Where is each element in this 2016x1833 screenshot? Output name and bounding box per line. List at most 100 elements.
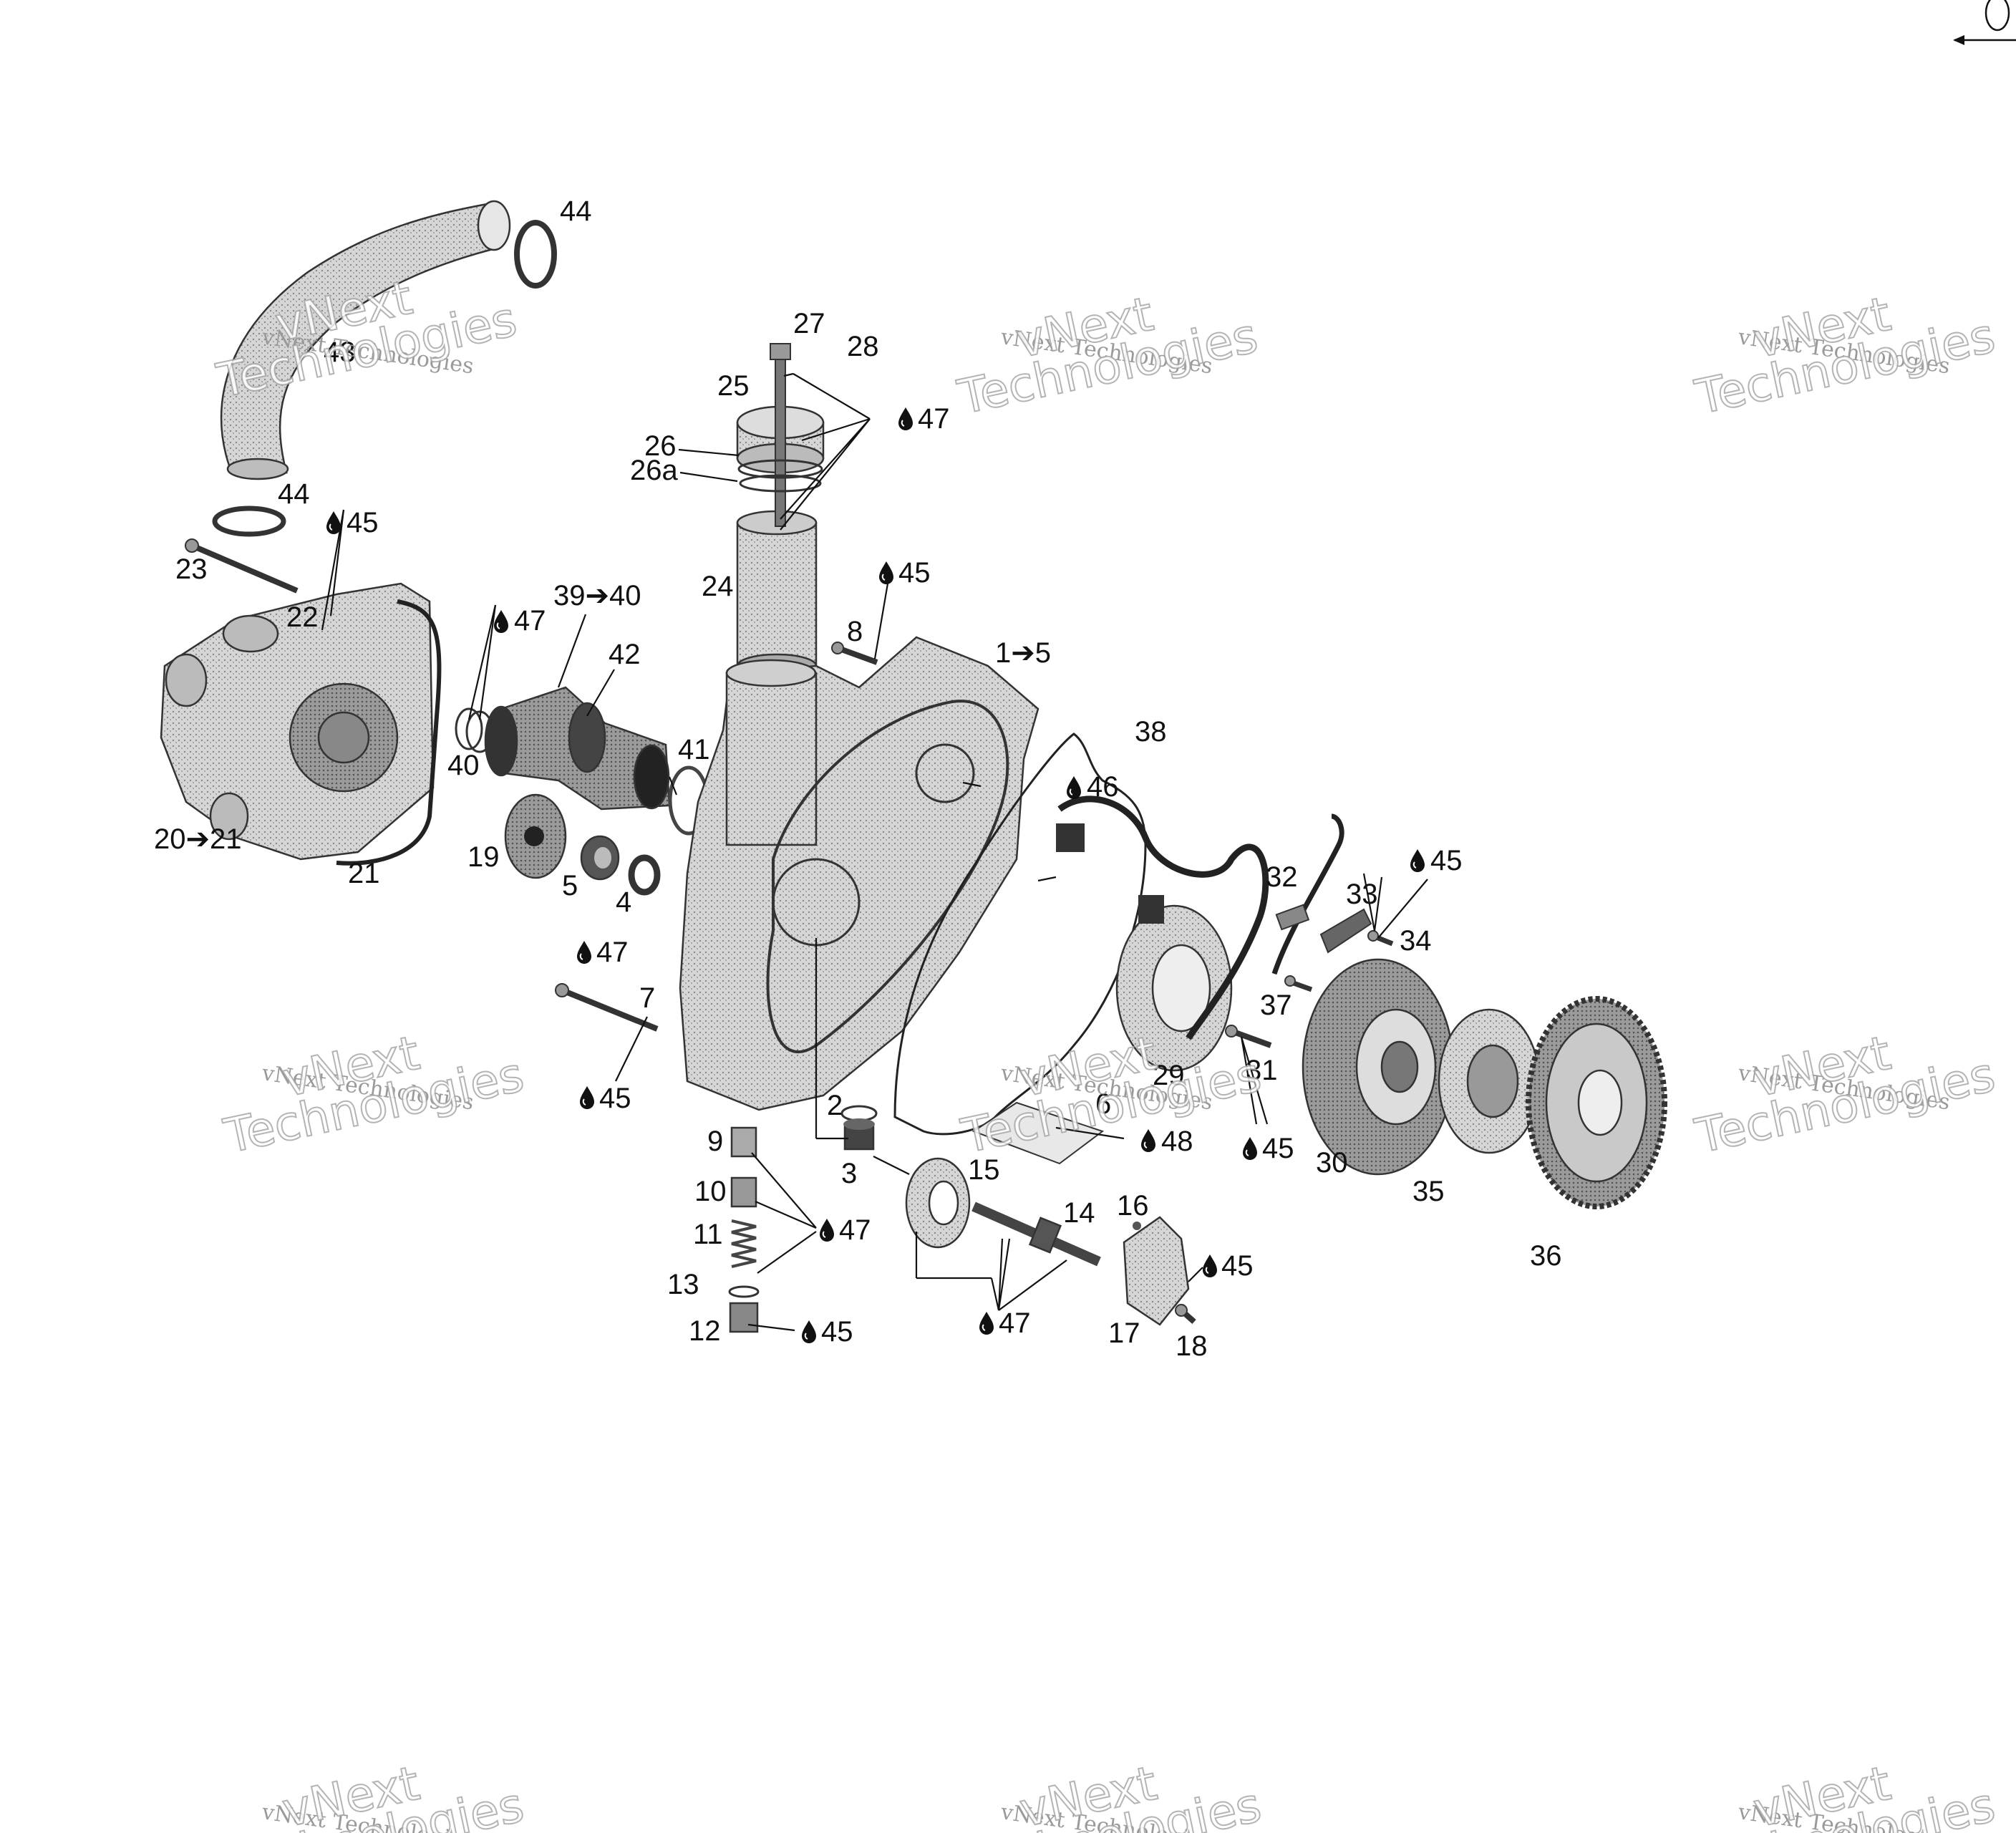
callout-28: 28 (847, 331, 879, 362)
callout-26: 26 (644, 430, 677, 462)
part-33-bracket (1319, 908, 1372, 954)
part-4-ring (628, 854, 661, 896)
callout-31: 31 (1246, 1055, 1278, 1086)
callout-13: 13 (667, 1269, 699, 1300)
part-37-bolt (1284, 975, 1313, 992)
watermark: vNext Technologies (218, 1755, 529, 1833)
callout-5: 5 (562, 870, 578, 901)
part-5-seal (580, 835, 620, 881)
callout-17: 17 (1108, 1317, 1140, 1349)
callout-22: 22 (286, 601, 319, 633)
callout-2: 2 (827, 1090, 843, 1121)
part-9-valve-cap (730, 1126, 757, 1158)
callout-4: 4 (616, 886, 631, 918)
watermark: vNext Technologies (1690, 286, 2000, 426)
callout-7: 7 (639, 982, 655, 1014)
watermark: vNext Technologies (218, 1025, 529, 1165)
callout-43: 43 (324, 337, 356, 368)
callout-45: 45 (1430, 845, 1463, 876)
part-7-bolt (555, 983, 659, 1032)
callout-6: 6 (1095, 1088, 1111, 1120)
part-38-gasket (893, 732, 1147, 1136)
fluid-drop-icon (1202, 1254, 1218, 1278)
watermark: vNext Technologies (1690, 1755, 2000, 1833)
callout-33: 33 (1346, 879, 1378, 910)
callout-15: 15 (968, 1154, 1000, 1186)
part-1-5-crankcase-cover (679, 636, 1040, 1111)
callout-27: 27 (793, 308, 825, 339)
part-12-plug (729, 1302, 759, 1333)
part-24-oil-filter (736, 510, 818, 679)
part-13-washer (728, 1285, 760, 1298)
callout-47: 47 (918, 403, 950, 435)
callout-42: 42 (609, 639, 641, 670)
fluid-drop-icon (898, 407, 914, 431)
part-35-sprag-clutch (1438, 1008, 1541, 1154)
fluid-drop-icon (1410, 848, 1425, 873)
callout-38: 38 (1135, 716, 1167, 748)
callout-45: 45 (599, 1083, 631, 1114)
callout-44: 44 (560, 195, 592, 227)
part-26-o-ring (737, 459, 823, 479)
fluid-drop-icon (801, 1320, 817, 1344)
watermark: vNext Technologies (952, 286, 1263, 426)
callout-25: 25 (717, 370, 750, 402)
callout-23: 23 (175, 553, 208, 585)
callout-40: 40 (447, 750, 480, 781)
callout-34: 34 (1400, 925, 1432, 957)
callout-35: 35 (1412, 1176, 1445, 1207)
part-3-plug (843, 1118, 875, 1151)
fluid-drop-icon (1140, 1128, 1156, 1153)
callout-47: 47 (839, 1214, 871, 1246)
part-6-screen (971, 1101, 1105, 1165)
part-44-clamp-top (514, 220, 557, 289)
callout-45: 45 (346, 507, 379, 538)
callout-3: 3 (841, 1158, 857, 1189)
fluid-drop-icon (979, 1311, 994, 1335)
callout-24: 24 (702, 571, 734, 602)
callout-9: 9 (707, 1126, 723, 1157)
part-30-rotor (1302, 958, 1455, 1176)
part-23-bolt (185, 538, 299, 594)
svg-text:vNext: vNext (1015, 1025, 1162, 1108)
fluid-drop-icon (1066, 775, 1082, 800)
callout-32: 32 (1266, 861, 1298, 893)
part-15-oil-pump-rotor (905, 1157, 971, 1249)
part-29-stator (1056, 795, 1269, 1072)
callout-12: 12 (689, 1315, 721, 1347)
fluid-drop-icon (576, 940, 592, 964)
callout-19: 19 (467, 841, 500, 873)
callout-29: 29 (1153, 1060, 1185, 1091)
callout-14: 14 (1063, 1197, 1095, 1229)
callout-45: 45 (1221, 1250, 1254, 1282)
callout-8: 8 (847, 616, 863, 647)
part-20-21-pump-housing (160, 582, 442, 866)
callout-45: 45 (1262, 1133, 1294, 1164)
fluid-drop-icon (819, 1218, 835, 1242)
part-16-pin (1133, 1222, 1141, 1230)
callout-26a: 26a (630, 455, 678, 486)
callout-45: 45 (898, 557, 931, 589)
callout-41: 41 (678, 734, 710, 765)
part-34-bolt (1367, 930, 1394, 947)
fluid-drop-icon (579, 1085, 595, 1110)
callout-39-40: 39➔40 (553, 580, 641, 611)
leader-lines (321, 372, 1428, 1332)
part-10-piston (730, 1176, 757, 1208)
callout-47: 47 (596, 937, 629, 968)
part-44-clamp-bottom (212, 506, 286, 537)
callout-16: 16 (1117, 1190, 1149, 1222)
part-39-42-seal-assembly (484, 686, 671, 811)
part-43-hose (220, 200, 511, 480)
part-26a-o-ring (739, 474, 822, 493)
part-11-spring (731, 1219, 757, 1268)
callout-45: 45 (821, 1316, 853, 1348)
part-36-ring-gear (1526, 996, 1667, 1209)
callout-47: 47 (514, 605, 546, 637)
watermark: vNext Technologies (956, 1755, 1266, 1833)
part-19-impeller (504, 793, 567, 879)
part-17-pump-cover (1123, 1216, 1190, 1326)
callout-48: 48 (1161, 1126, 1193, 1157)
callout-47: 47 (999, 1307, 1031, 1339)
